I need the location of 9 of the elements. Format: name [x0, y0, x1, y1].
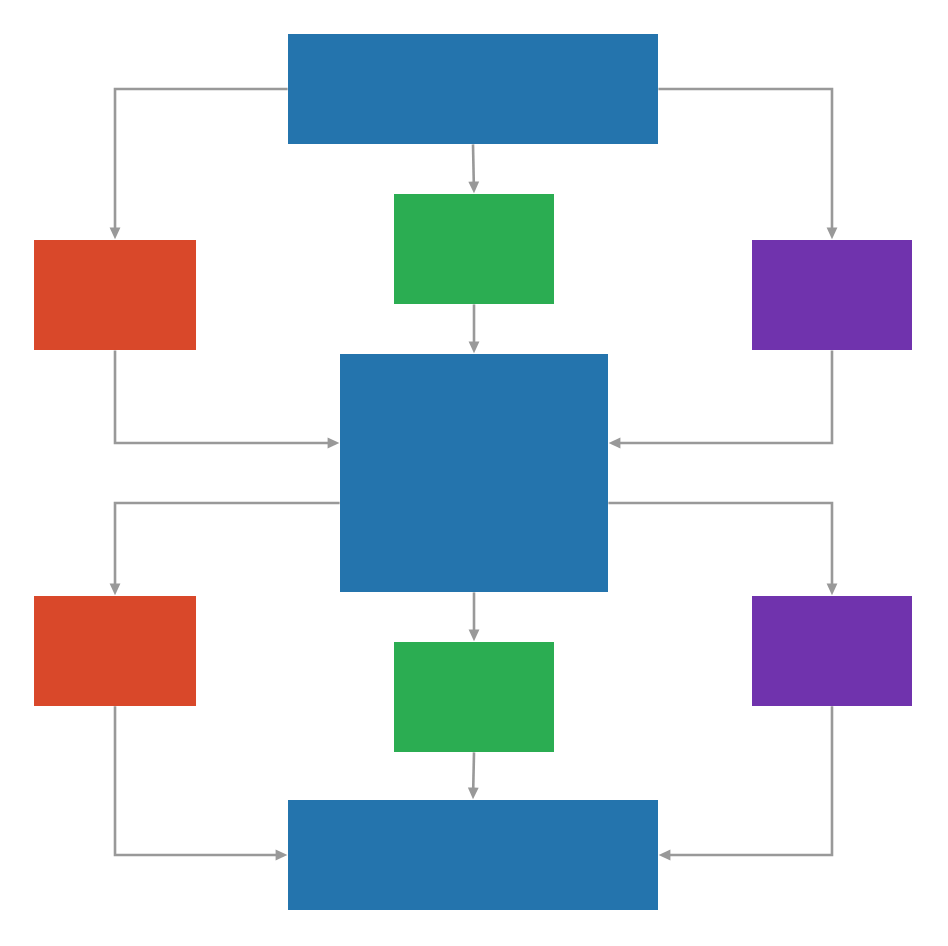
process-box [394, 641, 554, 752]
process-box [34, 240, 196, 350]
process-box [394, 194, 554, 304]
process-box [752, 596, 912, 706]
process-box [34, 596, 196, 706]
process-box [340, 354, 608, 592]
process-box [288, 34, 658, 144]
process-box [752, 240, 912, 350]
process-box [288, 799, 658, 910]
